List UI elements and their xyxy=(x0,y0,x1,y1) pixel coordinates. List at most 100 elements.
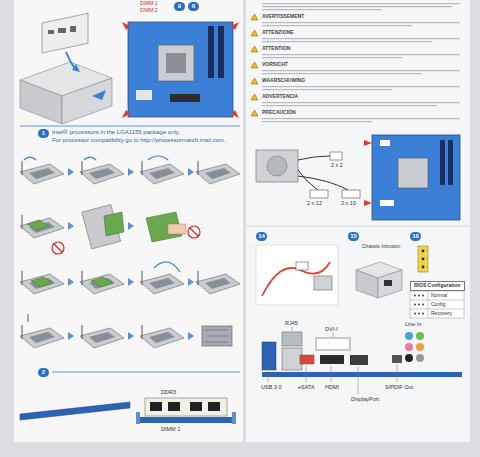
front-panel-illustration xyxy=(256,245,338,305)
jumper-pin xyxy=(422,295,424,297)
step-chevron xyxy=(128,168,134,176)
back-panel-ports xyxy=(320,355,344,364)
part-name: DDR3 xyxy=(160,389,177,395)
callout-number: 1 xyxy=(38,129,49,138)
back-panel-ports xyxy=(416,354,424,362)
cpu-install-steps xyxy=(206,330,228,331)
table-cell: Recovery xyxy=(431,311,452,317)
prohibited-sign xyxy=(52,242,64,254)
slot-name: DIMM 1 xyxy=(160,426,181,432)
back-panel-ports xyxy=(262,332,462,377)
cpu-install-steps xyxy=(20,156,240,348)
jumper-pin xyxy=(418,295,420,297)
motherboard xyxy=(380,140,390,146)
step-chevron xyxy=(128,222,134,230)
bios-table-grid xyxy=(410,291,464,318)
step-chevron xyxy=(68,222,74,230)
chassis-illustration xyxy=(20,80,62,124)
port-name: DVI-I xyxy=(324,326,339,332)
cpu-install-steps xyxy=(206,342,228,343)
step-chevron xyxy=(128,278,134,286)
leader-line xyxy=(333,333,334,337)
memory-illustration xyxy=(20,398,236,424)
power-supply xyxy=(256,150,360,198)
connector-size: 2 x 2 xyxy=(330,162,344,168)
socket xyxy=(140,271,184,294)
step-chevron xyxy=(188,168,194,176)
callout-number: 14 xyxy=(256,232,267,241)
jumper-illustration xyxy=(422,266,425,269)
slot-name: DIMM 2 xyxy=(140,8,158,14)
back-panel-ports xyxy=(350,355,368,365)
chassis-intrusion-illustration xyxy=(384,280,392,286)
red-arrow xyxy=(364,140,372,146)
power-connector xyxy=(342,190,360,198)
cpu-install-steps xyxy=(168,224,186,234)
leader-line xyxy=(306,366,307,382)
motherboard xyxy=(218,26,224,78)
motherboard xyxy=(364,135,460,220)
processor xyxy=(27,220,49,230)
jumper-pin xyxy=(418,304,420,306)
paper-page xyxy=(246,0,470,442)
jumper-illustration xyxy=(422,258,425,261)
warning-heading: WAARSCHUWING xyxy=(262,78,305,84)
warning-heading: ATTENTION xyxy=(262,46,290,52)
callout-number: 15 xyxy=(348,232,359,241)
chassis-intrusion-illustration xyxy=(356,262,402,298)
cpu-install-steps xyxy=(104,212,124,236)
processor xyxy=(31,277,53,287)
warning-text-lines xyxy=(262,9,382,10)
memory-illustration xyxy=(150,402,162,411)
jumper-pin xyxy=(414,304,416,306)
memory-illustration xyxy=(145,398,227,416)
red-arrow xyxy=(364,200,372,206)
memory-illustration xyxy=(20,402,130,420)
step-chevron xyxy=(68,332,74,340)
warning-icon xyxy=(251,110,258,116)
back-panel-ports xyxy=(416,343,424,351)
warning-heading: VORSICHT xyxy=(262,62,288,68)
bios-table-grid xyxy=(428,291,429,318)
chassis-illustration xyxy=(48,30,54,34)
chassis-intrusion-illustration xyxy=(356,270,378,298)
chassis-illustration xyxy=(42,13,88,53)
heatsink xyxy=(202,326,232,346)
chassis-illustration xyxy=(70,26,76,32)
front-panel-illustration xyxy=(314,276,332,290)
slot-name: DIMM 1 xyxy=(140,1,158,7)
port-name: USB 3.0 xyxy=(260,384,282,390)
back-panel-ports xyxy=(300,355,314,364)
section-rule xyxy=(20,126,240,127)
back-panel-ports xyxy=(316,338,350,350)
warning-text-lines xyxy=(262,57,402,58)
port-name: DisplayPort xyxy=(350,396,380,402)
note-text: For processor compatibility go to http:/… xyxy=(52,137,237,144)
callout-number: 6 xyxy=(188,2,199,11)
red-arrow xyxy=(231,22,239,30)
warning-icon xyxy=(251,14,258,116)
step-chevron xyxy=(188,278,194,286)
step-chevron xyxy=(128,332,134,340)
processor xyxy=(91,277,113,287)
back-panel-ports xyxy=(262,342,276,370)
memory-illustration xyxy=(168,402,180,411)
callout-number: 16 xyxy=(410,232,421,241)
step-chevron xyxy=(68,168,74,176)
paper-page xyxy=(14,0,243,442)
warning-icon xyxy=(251,30,258,36)
part-name: Chassis Intrusion xyxy=(362,244,400,250)
chassis-illustration xyxy=(58,28,66,33)
jumper-illustration xyxy=(418,246,428,272)
leader-line xyxy=(358,367,359,394)
bios-table-grid xyxy=(410,291,464,318)
jumper-pin xyxy=(422,304,424,306)
warning-text-lines xyxy=(262,41,432,42)
jumper-pin xyxy=(414,295,424,315)
connector-size: 2 x 10 xyxy=(340,200,357,206)
port-name: Line in xyxy=(404,321,422,327)
back-panel-ports xyxy=(405,332,413,340)
warning-icon xyxy=(251,46,258,52)
port-name: HDMI xyxy=(324,384,340,390)
